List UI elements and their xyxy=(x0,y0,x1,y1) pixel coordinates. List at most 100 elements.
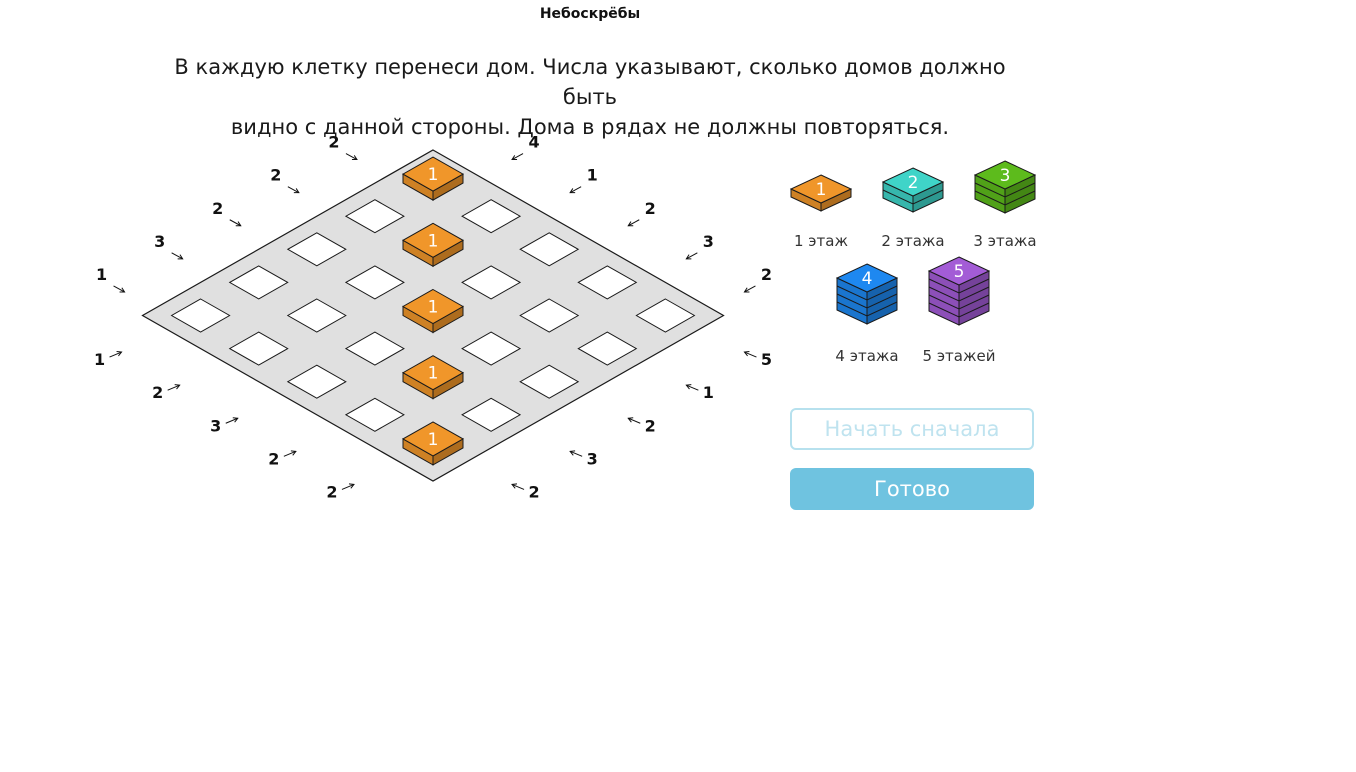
palette-block-3[interactable]: 3 xyxy=(973,160,1037,214)
palette-block-2[interactable]: 2 xyxy=(881,167,945,213)
placed-block-top-face xyxy=(401,222,465,258)
clue-arrow xyxy=(171,252,183,260)
clue-arrow xyxy=(686,384,699,391)
clue-arrow xyxy=(283,450,297,457)
clue-arrow-head xyxy=(743,351,750,357)
grid-cell[interactable] xyxy=(344,199,405,234)
placed-block[interactable]: 1 xyxy=(401,421,465,466)
placed-block-top-face xyxy=(401,355,465,391)
palette-block-1-number: 1 xyxy=(816,180,827,200)
clue-arrow xyxy=(167,384,180,391)
grid-cell[interactable] xyxy=(228,331,289,366)
palette-block-top-face xyxy=(927,256,991,286)
palette-block-3-number: 3 xyxy=(1000,166,1011,186)
palette-block-top-face xyxy=(973,160,1037,190)
palette-label-4: 4 этажа xyxy=(835,347,899,365)
palette-block-5-number: 5 xyxy=(954,262,965,282)
palette-block-top-face xyxy=(835,263,899,293)
clue-arrow-head xyxy=(743,287,750,293)
placed-block[interactable]: 1 xyxy=(401,222,465,268)
clue-lower-left-1: 2 xyxy=(152,383,181,402)
grid-cell[interactable] xyxy=(519,298,580,333)
clue-lower-left-4: 2 xyxy=(326,482,355,501)
clue-arrow-head xyxy=(627,417,634,423)
restart-button[interactable]: Начать сначала xyxy=(790,408,1034,450)
placed-block[interactable]: 1 xyxy=(401,156,465,201)
grid-cell[interactable] xyxy=(519,232,580,267)
palette-block-4[interactable]: 4 xyxy=(835,263,899,325)
clue-arrow-head xyxy=(511,155,518,161)
clue-lower-left-2: 3 xyxy=(210,416,239,435)
clue-arrow-head xyxy=(174,384,181,390)
grid-cell[interactable] xyxy=(170,298,231,333)
clue-arrow-head xyxy=(351,155,358,161)
placed-block-number: 1 xyxy=(428,430,439,450)
placed-block[interactable]: 1 xyxy=(401,288,465,334)
done-button[interactable]: Готово xyxy=(790,468,1034,510)
palette-block-5[interactable]: 5 xyxy=(927,256,991,326)
clue-arrow-head xyxy=(511,483,518,489)
floor-line xyxy=(836,301,898,317)
page-title: Небоскрёбы xyxy=(539,6,641,22)
clue-arrow-head xyxy=(348,483,355,489)
palette-block-1[interactable]: 1 xyxy=(789,174,853,212)
grid-cell[interactable] xyxy=(228,265,289,300)
placed-block-number: 1 xyxy=(428,165,439,185)
palette-label-2: 2 этажа xyxy=(881,232,945,250)
instructions: В каждую клетку перенеси дом. Числа указ… xyxy=(150,52,1030,142)
clue-upper-left-2: 2 xyxy=(212,199,242,227)
clue-arrow xyxy=(229,219,241,227)
grid-cell[interactable] xyxy=(461,265,522,300)
grid-cell[interactable] xyxy=(286,364,347,399)
clue-upper-right-1: 1 xyxy=(569,166,598,194)
placed-block[interactable]: 1 xyxy=(401,355,465,400)
clue-arrow xyxy=(569,186,582,194)
grid-cell[interactable] xyxy=(577,265,638,300)
clue-value: 2 xyxy=(645,416,656,435)
clue-value: 2 xyxy=(212,199,223,218)
clue-upper-right-2: 2 xyxy=(627,199,656,227)
floor-line xyxy=(928,294,990,310)
clue-arrow xyxy=(511,153,524,160)
clue-arrow xyxy=(744,285,756,293)
clue-upper-left-3: 3 xyxy=(154,232,184,260)
clue-arrow xyxy=(628,219,640,227)
grid-cell[interactable] xyxy=(344,331,405,366)
clue-arrow-head xyxy=(177,254,184,260)
clue-lower-right-4: 5 xyxy=(743,350,772,369)
floor-line xyxy=(836,293,898,309)
grid-cell[interactable] xyxy=(344,397,405,432)
clue-arrow-head xyxy=(119,287,126,293)
floor-line xyxy=(836,285,898,301)
clue-lower-right-1: 3 xyxy=(569,449,598,468)
clue-value: 2 xyxy=(270,166,281,185)
floor-line xyxy=(928,278,990,294)
grid-cell[interactable] xyxy=(461,397,522,432)
grid-cell[interactable] xyxy=(344,265,405,300)
floor-line xyxy=(928,302,990,318)
grid-cell[interactable] xyxy=(519,364,580,399)
instructions-line-1: В каждую клетку перенеси дом. Числа указ… xyxy=(174,55,1006,109)
grid-cell[interactable] xyxy=(461,199,522,234)
grid-cell[interactable] xyxy=(461,331,522,366)
placed-block-top-face xyxy=(401,156,465,192)
clue-upper-right-4: 2 xyxy=(743,265,772,293)
clue-arrow-head xyxy=(685,384,692,390)
clue-value: 1 xyxy=(587,166,598,185)
clue-arrow xyxy=(511,483,525,490)
grid-cell[interactable] xyxy=(286,232,347,267)
instructions-line-2: видно с данной стороны. Дома в рядах не … xyxy=(230,115,950,139)
grid-cell[interactable] xyxy=(286,298,347,333)
grid-cell[interactable] xyxy=(635,298,696,333)
palette-label-1: 1 этаж xyxy=(794,232,848,250)
clue-value: 1 xyxy=(94,350,105,369)
grid-cell[interactable] xyxy=(577,331,638,366)
clue-arrow-head xyxy=(290,450,297,456)
clue-upper-left-1: 2 xyxy=(270,166,300,194)
clue-value: 1 xyxy=(703,383,714,402)
clue-arrow xyxy=(744,351,757,358)
palette-label-5: 5 этажей xyxy=(922,347,996,365)
clue-value: 3 xyxy=(703,232,714,251)
clue-lower-right-0: 2 xyxy=(511,482,540,501)
palette-block-4-number: 4 xyxy=(862,269,873,289)
